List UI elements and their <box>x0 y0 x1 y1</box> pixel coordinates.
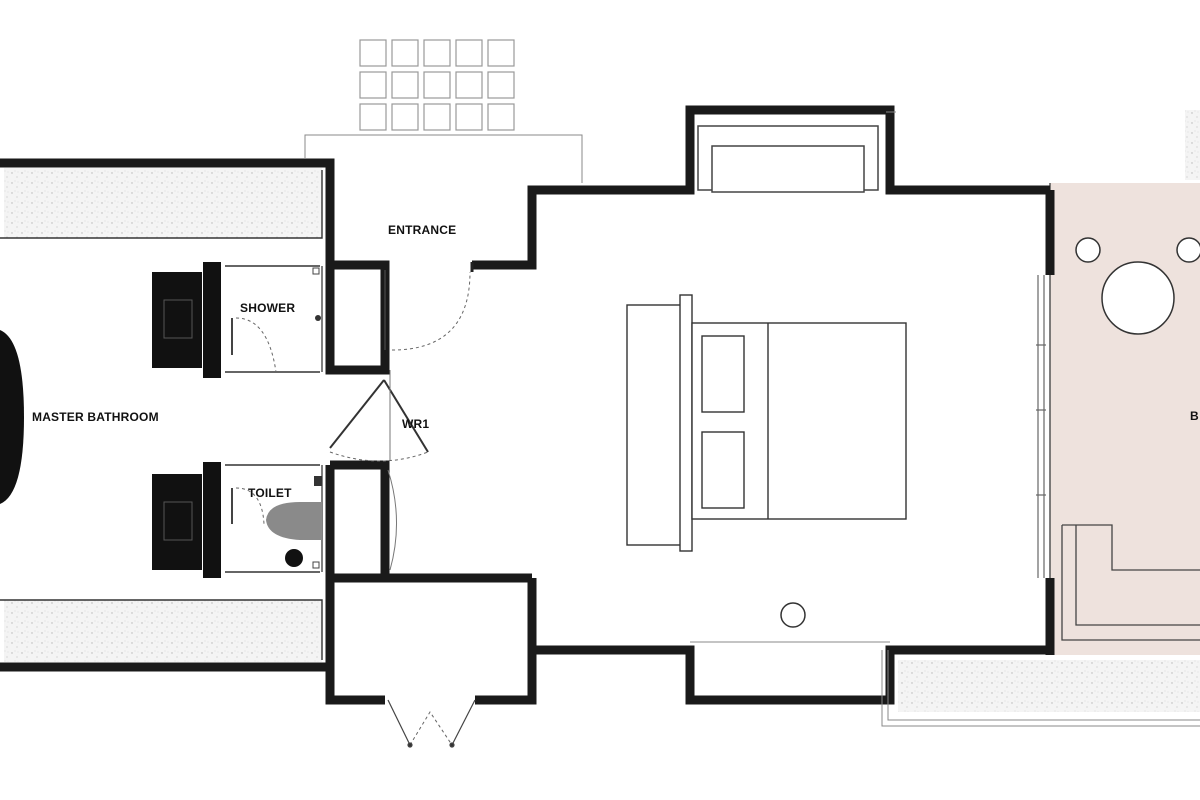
window-bay-top <box>697 111 896 193</box>
toilet-area <box>225 464 323 573</box>
entrance-porch-outline <box>304 134 583 183</box>
toilet-bowl <box>266 502 322 540</box>
label-entrance: ENTRANCE <box>388 223 456 237</box>
gravel-strip-bottom-left <box>4 600 322 662</box>
entrance-door <box>384 262 474 351</box>
exterior-walls <box>0 105 1055 705</box>
bathtub <box>0 330 24 504</box>
vanity-sink-bottom <box>152 462 221 578</box>
sliding-glass-door <box>1036 275 1046 578</box>
bath-wing-inner-lines <box>0 170 323 660</box>
pillow-bottom <box>701 431 745 509</box>
terrace-floor <box>1050 183 1200 655</box>
lower-doors <box>387 469 476 748</box>
bin <box>285 549 303 567</box>
terrace-table-set <box>1075 237 1200 335</box>
window-bay-bottom <box>690 641 1200 727</box>
label-toilet: TOILET <box>248 486 292 500</box>
closet-bifold-doors <box>329 370 429 462</box>
gravel-strip-right-edge <box>1185 110 1200 180</box>
gravel-strip-bottom-right <box>898 660 1200 712</box>
bed <box>626 294 907 552</box>
shower-enclosure <box>225 265 323 373</box>
label-master-bathroom: MASTER BATHROOM <box>32 410 159 424</box>
label-right-room: B <box>1190 409 1199 423</box>
gravel-strip-top-left <box>4 168 322 238</box>
pillow-top <box>701 335 745 413</box>
label-shower: SHOWER <box>240 301 295 315</box>
side-stool <box>780 602 806 628</box>
terrace-lounge-seat <box>1061 524 1200 641</box>
vanity-sink-top <box>152 262 221 378</box>
label-wir: WR1 <box>402 417 429 431</box>
stepping-stone-tiles <box>359 39 515 131</box>
